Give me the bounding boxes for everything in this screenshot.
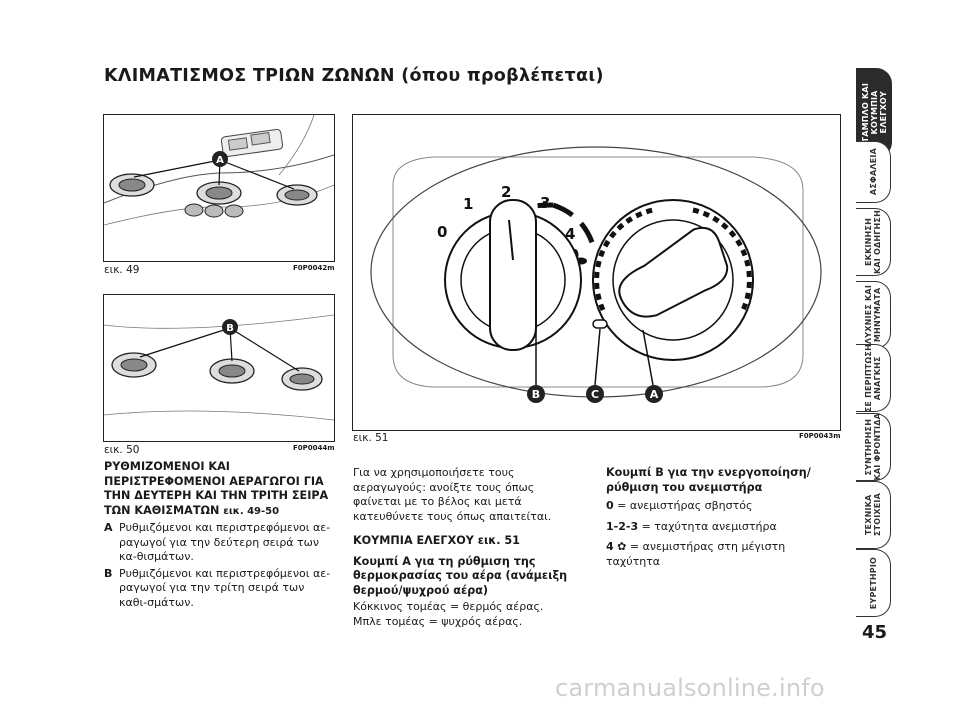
page-title: ΚΛΙΜΑΤΙΣΜΟΣ ΤΡΙΩΝ ΖΩΝΩΝ (όπου προβλέπετα… <box>104 66 604 86</box>
list-item: B Ρυθμιζόμενοι και περιστρεφόμενοι αε-ρα… <box>104 567 336 611</box>
callout-c-label: C <box>591 388 599 401</box>
tab-emergency[interactable]: ΣΕ ΠΕΡΙΠΤΩΣΗ ΑΝΑΓΚΗΣ <box>856 344 891 412</box>
blue-sector-text: Μπλε τομέας = ψυχρός αέρας. <box>353 614 523 628</box>
tab-label: ΣΥΝΤΗΡΗΣΗ ΚΑΙ ΦΡΟΝΤΙΔΑ <box>864 413 882 481</box>
figure-50-caption: εικ. 50 <box>104 444 140 456</box>
tab-label: ΤΕΧΝΙΚΑ ΣΤΟΙΧΕΙΑ <box>864 493 882 537</box>
figure-51-control-knobs: 0 1 2 3 4 B C <box>352 114 841 431</box>
controls-heading: ΚΟΥΜΠΙΑ ΕΛΕΓΧΟΥ εικ. 51 <box>353 534 585 549</box>
callout-a-marker <box>645 385 663 403</box>
callout-c-marker <box>586 385 604 403</box>
knob-a-heading: Κουμπί A για τη ρύθμιση της θερμοκρασίας… <box>353 554 568 597</box>
watermark: carmanualsonline.info <box>555 674 825 702</box>
figure-49-code: F0P0042m <box>293 264 335 272</box>
controls-heading-text: ΚΟΥΜΠΙΑ ΕΛΕΓΧΟΥ <box>353 534 474 547</box>
vents-heading: ΡΥΘΜΙΖΟΜΕΝΟΙ ΚΑΙ ΠΕΡΙΣΤΡΕΦΟΜΕΝΟΙ ΑΕΡΑΓΩΓ… <box>104 460 336 519</box>
dial-number-2: 2 <box>501 183 511 201</box>
vents-heading-ref: εικ. 49-50 <box>223 505 280 517</box>
callout-a-label: A <box>216 155 224 166</box>
callout-b-marker <box>527 385 545 403</box>
tab-lights-messages[interactable]: ΛΥΧΝΙΕΣ ΚΑΙ ΜΗΝΥΜΑΤΑ <box>856 281 891 349</box>
fan-text: = ανεμιστήρας σβηστός <box>617 499 753 512</box>
item-text: Ρυθμιζόμενοι και περιστρεφόμενοι αε-ραγω… <box>119 566 331 609</box>
tab-label: ΛΥΧΝΙΕΣ ΚΑΙ ΜΗΝΥΜΑΤΑ <box>864 285 882 345</box>
callout-a-label: A <box>650 388 659 401</box>
knob-b-heading: Κουμπί B για την ενεργοποίηση/ ρύθμιση τ… <box>606 466 811 494</box>
fan-key: 0 <box>606 499 614 512</box>
dial-number-3: 3 <box>540 194 550 212</box>
item-text: Ρυθμιζόμενοι και περιστρεφόμενοι αε-ραγω… <box>119 521 331 563</box>
item-key: A <box>104 521 113 534</box>
fan-text: = ταχύτητα ανεμιστήρα <box>641 519 777 533</box>
vents-heading-text: ΡΥΘΜΙΖΟΜΕΝΟΙ ΚΑΙ ΠΕΡΙΣΤΡΕΦΟΜΕΝΟΙ ΑΕΡΑΓΩΓ… <box>104 460 329 517</box>
dial-number-0: 0 <box>437 223 447 241</box>
list-item: A Ρυθμιζόμενοι και περιστρεφόμενοι αε-ρα… <box>104 521 336 565</box>
tab-safety[interactable]: ΑΣΦΑΛΕΙΑ <box>856 141 891 203</box>
tab-label: ΤΑΜΠΛΟ ΚΑΙ ΚΟΥΜΠΙΑ ΕΛΕΓΧΟΥ <box>860 83 888 143</box>
tab-label: ΕΥΡΕΤΗΡΙΟ <box>868 556 878 610</box>
figure-49-vents-second-row: A <box>103 114 335 262</box>
fan-row-0: 0 = ανεμιστήρας σβηστός <box>606 499 841 514</box>
vents-description-column: ΡΥΘΜΙΖΟΜΕΝΟΙ ΚΑΙ ΠΕΡΙΣΤΡΕΦΟΜΕΝΟΙ ΑΕΡΑΓΩΓ… <box>104 460 336 610</box>
controls-description-column: Για να χρησιμοποιήσετε τους αεραγωγούς: … <box>353 466 585 629</box>
callout-b-label: B <box>532 388 540 401</box>
figure-51-caption: εικ. 51 <box>353 432 389 444</box>
dial-number-4: 4 <box>565 225 575 243</box>
tab-label: ΣΕ ΠΕΡΙΠΤΩΣΗ ΑΝΑΓΚΗΣ <box>864 343 882 413</box>
page-number: 45 <box>862 622 888 643</box>
controls-heading-ref: εικ. 51 <box>477 534 520 547</box>
figure-50-vents-third-row: B <box>103 294 335 442</box>
figure-50-code: F0P0044m <box>293 444 335 452</box>
callout-a-marker <box>212 151 228 167</box>
callout-b-marker <box>222 319 238 335</box>
fan-text: = ανεμιστήρας στη μέγιστη ταχύτητα <box>606 540 786 568</box>
fan-row-2: 4 ✿ = ανεμιστήρας στη μέγιστη ταχύτητα <box>606 540 841 569</box>
intro-paragraph: Για να χρησιμοποιήσετε τους αεραγωγούς: … <box>353 466 552 523</box>
tab-technical-data[interactable]: ΤΕΧΝΙΚΑ ΣΤΟΙΧΕΙΑ <box>856 481 891 549</box>
fan-key: 1-2-3 <box>606 519 639 533</box>
dial-number-1: 1 <box>463 195 473 213</box>
fan-key: 4 <box>606 540 614 553</box>
tab-maintenance[interactable]: ΣΥΝΤΗΡΗΣΗ ΚΑΙ ΦΡΟΝΤΙΔΑ <box>856 413 891 481</box>
fan-icon: ✿ <box>617 540 627 553</box>
red-sector-text: Κόκκινος τομέας = θερμός αέρας. <box>353 600 544 613</box>
tab-index[interactable]: ΕΥΡΕΤΗΡΙΟ <box>856 549 891 617</box>
tab-label: ΕΚΚΙΝΗΣΗ ΚΑΙ ΟΔΗΓΗΣΗ <box>864 210 882 274</box>
callout-b-label: B <box>226 323 234 334</box>
figure-49-caption: εικ. 49 <box>104 264 140 276</box>
figure-51-code: F0P0043m <box>799 432 841 440</box>
item-key: B <box>104 566 113 580</box>
tab-starting-driving[interactable]: ΕΚΚΙΝΗΣΗ ΚΑΙ ΟΔΗΓΗΣΗ <box>856 208 891 276</box>
fan-description-column: Κουμπί B για την ενεργοποίηση/ ρύθμιση τ… <box>606 466 841 569</box>
tab-label: ΑΣΦΑΛΕΙΑ <box>868 148 878 196</box>
fan-row-1: 1-2-3 = ταχύτητα ανεμιστήρα <box>606 520 841 535</box>
